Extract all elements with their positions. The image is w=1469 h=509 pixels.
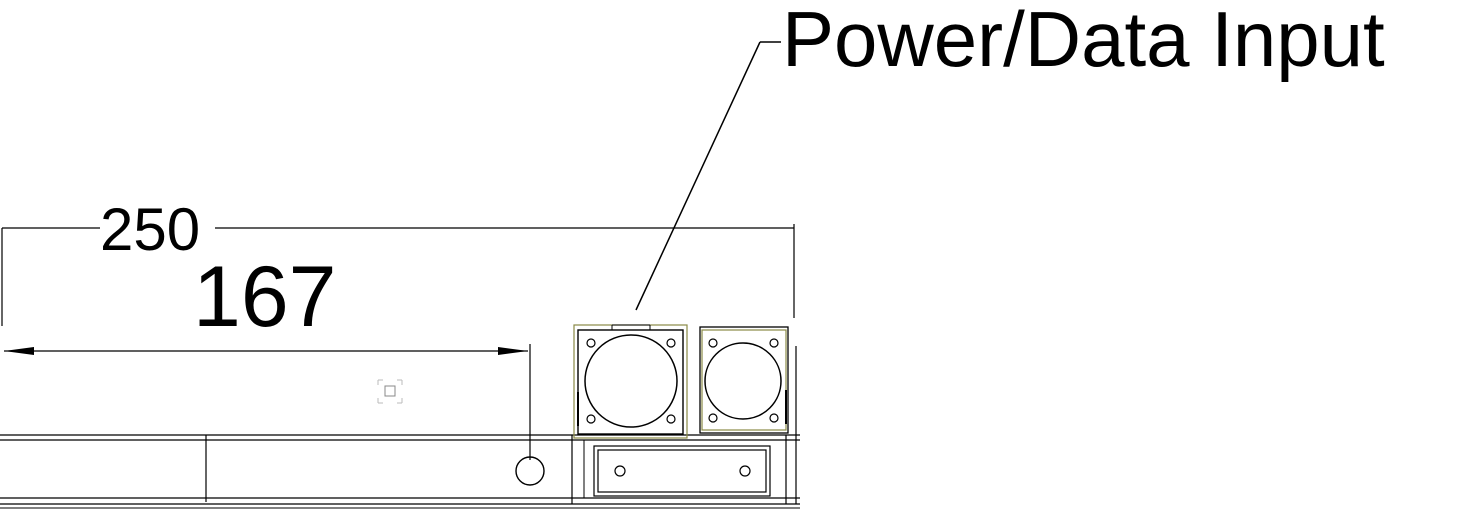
callout: Power/Data Input [635, 0, 1385, 311]
dimension-partial: 167 [4, 249, 531, 460]
dimension-arrow-right [498, 347, 528, 355]
dimension-overall: 250 [1, 196, 795, 326]
connector-right [699, 326, 789, 434]
mounting-hole [515, 456, 545, 486]
connector-plate [593, 445, 771, 497]
connector-left [573, 324, 688, 439]
dimension-overall-value: 250 [100, 196, 200, 263]
base-rail [0, 346, 800, 509]
dimension-arrow-left [4, 347, 34, 355]
center-marker [377, 379, 403, 404]
dimension-partial-value: 167 [193, 249, 337, 345]
callout-label: Power/Data Input [782, 0, 1385, 83]
callout-leader-line [635, 41, 761, 311]
